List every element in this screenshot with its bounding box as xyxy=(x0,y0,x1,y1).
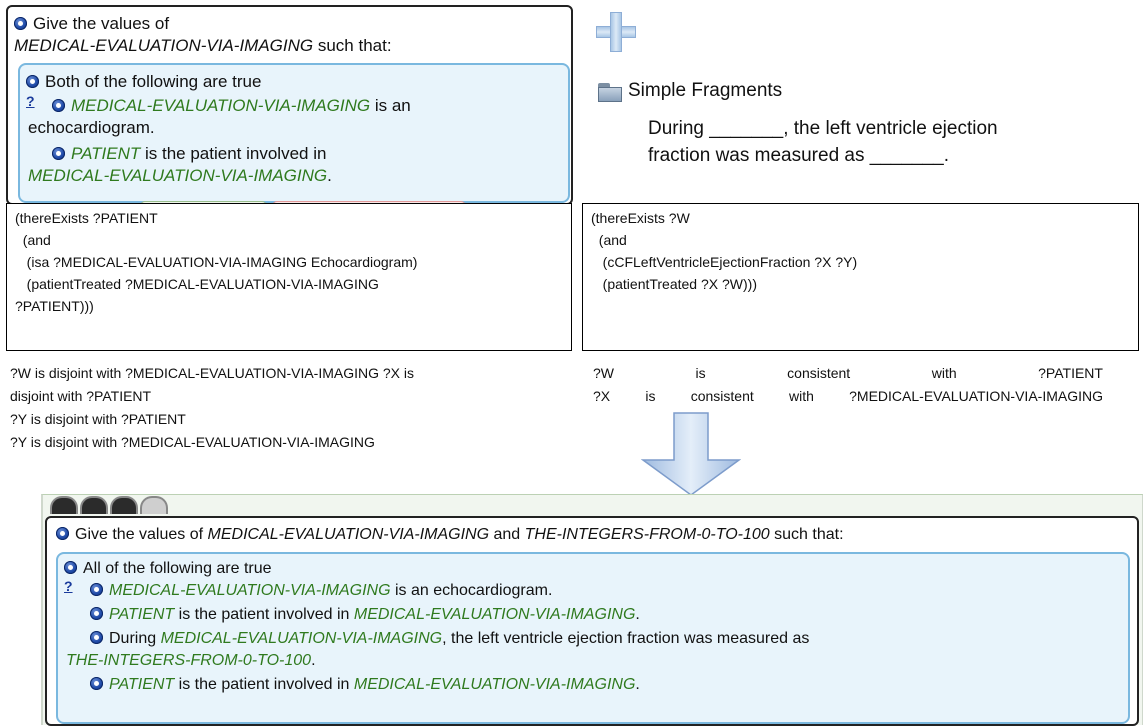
bullet-icon[interactable] xyxy=(52,147,65,160)
bottom-header-text: Give the values of xyxy=(75,526,208,543)
bullet-icon[interactable] xyxy=(14,17,27,30)
toolbar-circle xyxy=(140,496,168,514)
item-variable[interactable]: MEDICAL-EVALUATION-VIA-IMAGING xyxy=(28,166,328,185)
top-query-header-var[interactable]: MEDICAL-EVALUATION-VIA-IMAGING xyxy=(14,36,314,55)
item-text: is an xyxy=(370,96,411,115)
bullet-icon[interactable] xyxy=(90,607,103,620)
bullet-icon[interactable] xyxy=(90,583,103,596)
item-variable[interactable]: MEDICAL-EVALUATION-VIA-IMAGING xyxy=(109,582,391,599)
note-word: ?X xyxy=(593,388,611,404)
item-variable[interactable]: MEDICAL-EVALUATION-VIA-IMAGING xyxy=(353,606,636,623)
top-query-header: Give the values of MEDICAL-EVALUATION-VI… xyxy=(14,13,392,57)
top-query-header-text: Give the values of xyxy=(33,14,170,33)
bottom-condition-item-2: PATIENT is the patient involved in MEDIC… xyxy=(90,605,640,625)
bullet-icon[interactable] xyxy=(56,527,69,540)
bottom-header-text: and xyxy=(489,526,525,543)
help-icon[interactable]: ? xyxy=(26,93,35,109)
item-variable[interactable]: MEDICAL-EVALUATION-VIA-IMAGING xyxy=(160,630,443,647)
item-variable[interactable]: PATIENT xyxy=(71,144,141,163)
bottom-condition-item-3: During MEDICAL-EVALUATION-VIA-IMAGING, t… xyxy=(90,629,809,649)
top-condition-item-1-cont: echocardiogram. xyxy=(28,117,155,138)
folder-icon[interactable] xyxy=(598,83,622,102)
note-word: ?PATIENT xyxy=(1038,365,1103,381)
item-text: is an echocardiogram. xyxy=(390,582,553,599)
bottom-condition-label-row: All of the following are true xyxy=(64,559,272,579)
fragment-line-1: During _______, the left ventricle eject… xyxy=(648,118,998,139)
note-word: consistent xyxy=(787,365,851,381)
note-word: ?W xyxy=(593,365,614,381)
item-variable[interactable]: THE-INTEGERS-FROM-0-TO-100 xyxy=(66,652,312,669)
top-condition-item-2: PATIENT is the patient involved in xyxy=(52,143,326,164)
note-line: disjoint with ?PATIENT xyxy=(10,388,152,404)
item-text: , the left ventricle ejection fraction w… xyxy=(442,630,810,647)
item-variable[interactable]: PATIENT xyxy=(109,676,175,693)
bullet-icon[interactable] xyxy=(90,631,103,644)
toolbar-circle xyxy=(50,496,78,514)
bullet-icon[interactable] xyxy=(52,99,65,112)
top-query-header-suffix: such that: xyxy=(313,36,392,55)
item-text: During xyxy=(109,630,161,647)
item-variable[interactable]: MEDICAL-EVALUATION-VIA-IMAGING xyxy=(71,96,371,115)
help-icon[interactable]: ? xyxy=(64,578,73,594)
bottom-header-var[interactable]: MEDICAL-EVALUATION-VIA-IMAGING xyxy=(207,526,490,543)
fragments-title[interactable]: Simple Fragments xyxy=(628,80,783,101)
bullet-icon[interactable] xyxy=(26,75,39,88)
note-word: with xyxy=(789,388,814,404)
bottom-condition-item-1: MEDICAL-EVALUATION-VIA-IMAGING is an ech… xyxy=(90,581,552,601)
bottom-query-header: Give the values of MEDICAL-EVALUATION-VI… xyxy=(56,525,844,545)
note-word: ?MEDICAL-EVALUATION-VIA-IMAGING xyxy=(849,388,1103,404)
logic-formula-right: (thereExists ?W (and (cCFLeftVentricleEj… xyxy=(582,203,1139,351)
bottom-query-conditions: All of the following are true ? MEDICAL-… xyxy=(56,552,1130,724)
toolbar-circle xyxy=(80,496,108,514)
note-word: is xyxy=(695,365,706,381)
top-query-conditions: Both of the following are true ? MEDICAL… xyxy=(18,63,570,203)
item-text: is the patient involved in xyxy=(174,676,354,693)
item-text: . xyxy=(635,606,640,623)
bottom-condition-label: All of the following are true xyxy=(83,560,272,577)
top-condition-item-2-cont: MEDICAL-EVALUATION-VIA-IMAGING. xyxy=(28,165,332,186)
top-condition-item-1: MEDICAL-EVALUATION-VIA-IMAGING is an xyxy=(52,95,411,116)
note-word: with xyxy=(931,365,957,381)
down-arrow-icon xyxy=(641,412,741,496)
item-text: . xyxy=(635,676,640,693)
bottom-header-var[interactable]: THE-INTEGERS-FROM-0-TO-100 xyxy=(524,526,770,543)
note-line: ?W is disjoint with ?MEDICAL-EVALUATION-… xyxy=(10,365,415,381)
top-condition-label-row: Both of the following are true xyxy=(26,71,261,92)
item-variable[interactable]: MEDICAL-EVALUATION-VIA-IMAGING xyxy=(353,676,636,693)
fragment-item[interactable]: During _______, the left ventricle eject… xyxy=(648,115,1138,169)
item-text: echocardiogram. xyxy=(28,118,155,137)
bullet-icon[interactable] xyxy=(64,561,77,574)
note-line: ?X is consistent with ?MEDICAL-EVALUATIO… xyxy=(593,385,1103,408)
top-query-widget: Give the values of MEDICAL-EVALUATION-VI… xyxy=(6,5,573,205)
toolbar-circle xyxy=(110,496,138,514)
item-text: is the patient involved in xyxy=(140,144,327,163)
disjoint-notes: ?W is disjoint with ?MEDICAL-EVALUATION-… xyxy=(10,362,530,454)
item-text: . xyxy=(327,166,332,185)
plus-icon xyxy=(596,12,636,52)
item-text: is the patient involved in xyxy=(174,606,354,623)
bottom-condition-item-3-cont: THE-INTEGERS-FROM-0-TO-100. xyxy=(66,651,316,671)
note-line: ?W is consistent with ?PATIENT xyxy=(593,362,1103,385)
note-line: ?Y is disjoint with ?PATIENT xyxy=(10,411,186,427)
note-word: consistent xyxy=(690,388,754,404)
item-variable[interactable]: PATIENT xyxy=(109,606,175,623)
top-condition-label: Both of the following are true xyxy=(45,72,262,91)
logic-formula-left: (thereExists ?PATIENT (and (isa ?MEDICAL… xyxy=(6,203,572,351)
note-word: is xyxy=(645,388,656,404)
bottom-query-widget: Give the values of MEDICAL-EVALUATION-VI… xyxy=(41,494,1143,726)
bottom-condition-item-4: PATIENT is the patient involved in MEDIC… xyxy=(90,675,640,695)
fragment-line-2: fraction was measured as _______. xyxy=(648,145,950,166)
item-text: . xyxy=(311,652,316,669)
bullet-icon[interactable] xyxy=(90,677,103,690)
note-line: ?Y is disjoint with ?MEDICAL-EVALUATION-… xyxy=(10,434,375,450)
consistent-notes: ?W is consistent with ?PATIENT ?X is con… xyxy=(593,362,1113,408)
bottom-header-text: such that: xyxy=(769,526,844,543)
